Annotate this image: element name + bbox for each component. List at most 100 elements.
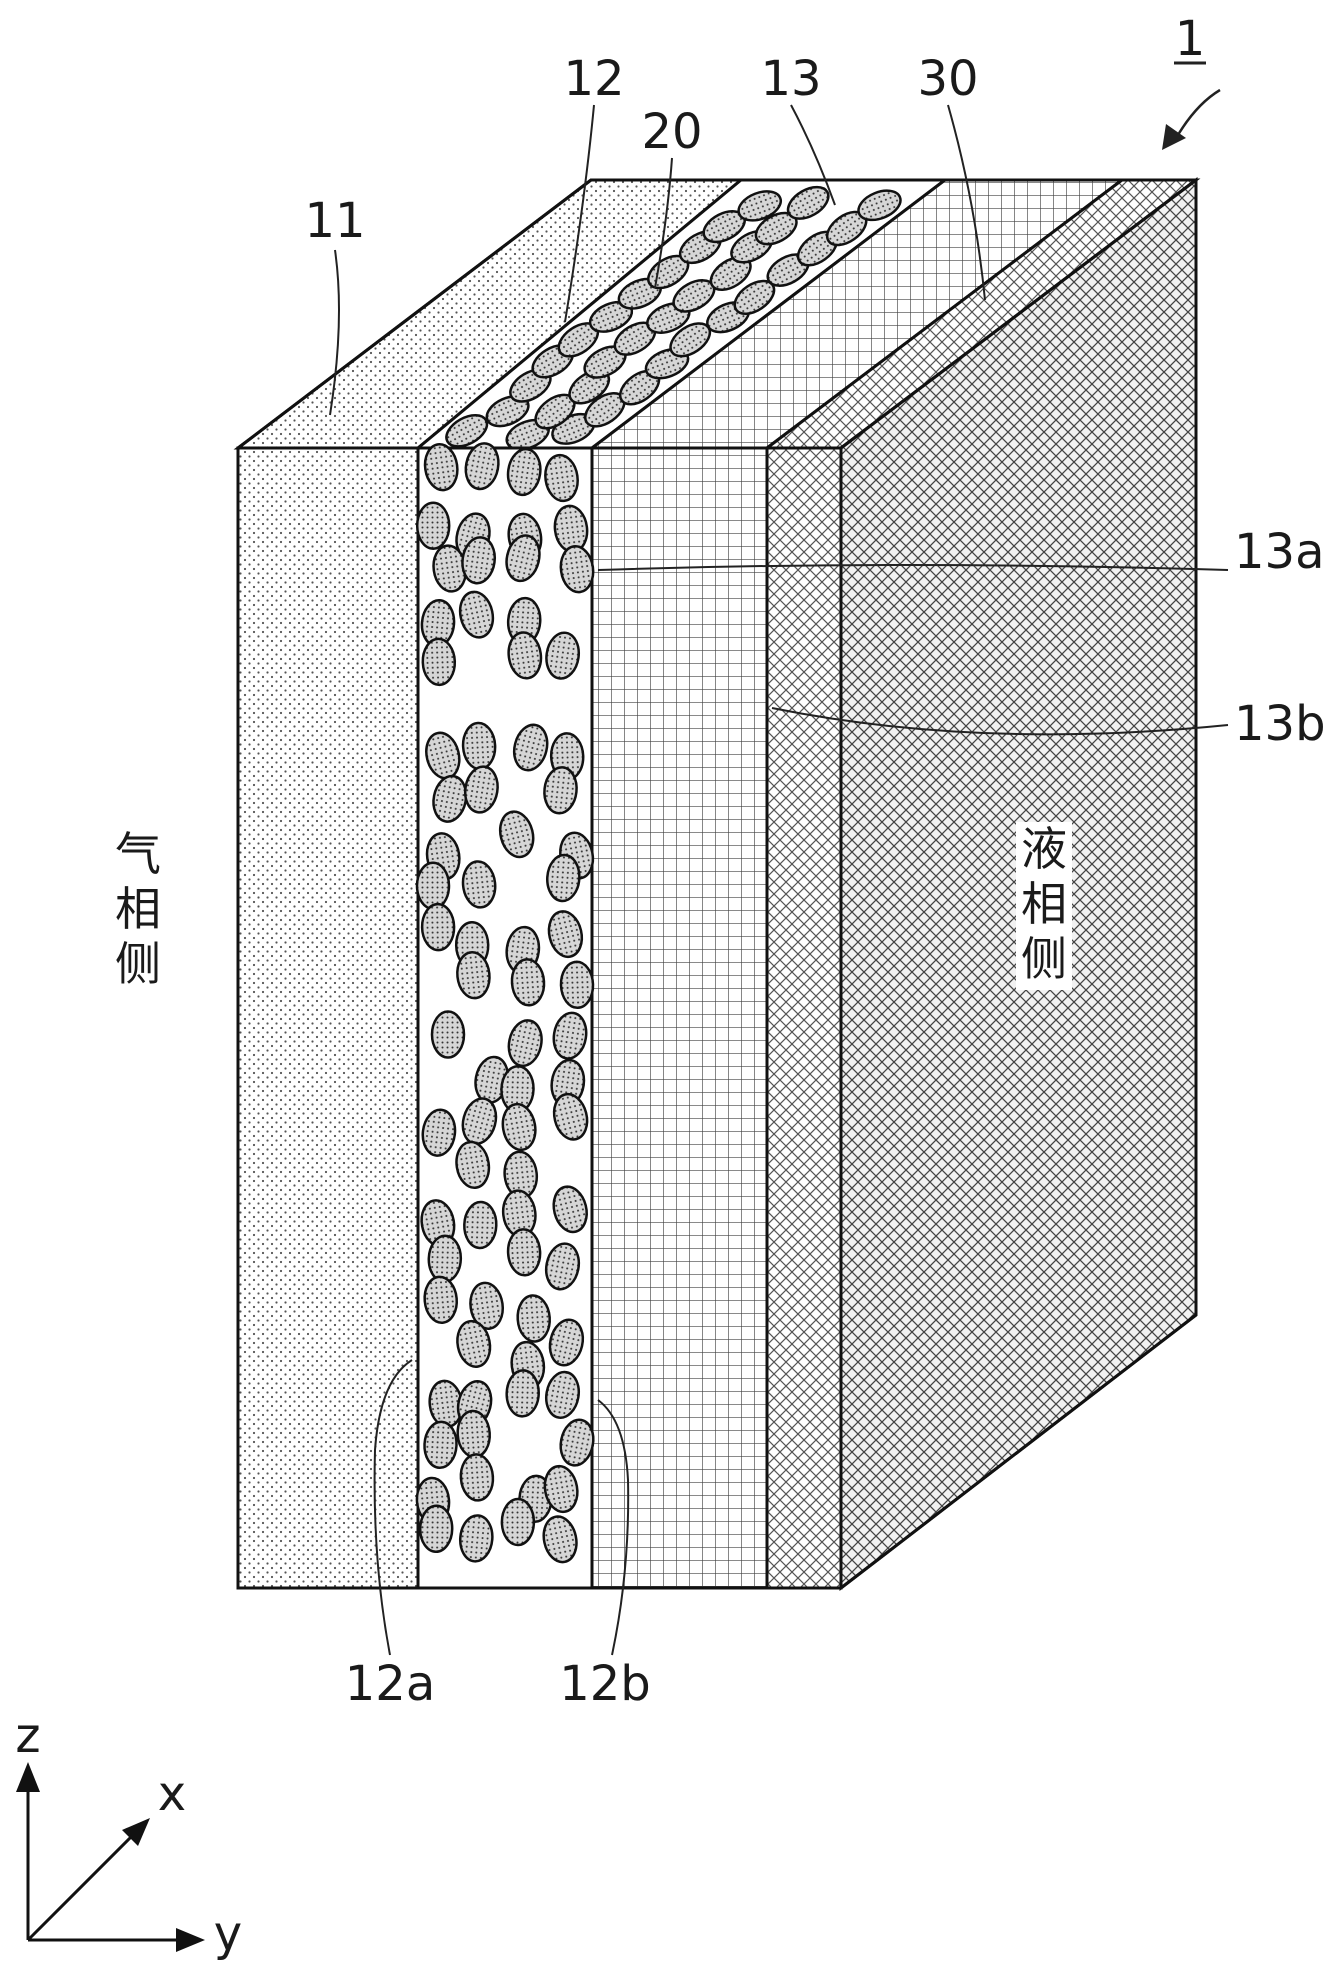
particle: [458, 590, 495, 639]
particle: [544, 1370, 581, 1419]
particle: [461, 721, 497, 771]
particle: [510, 958, 546, 1007]
ref-arrowhead: [1162, 124, 1186, 150]
leader-12: [564, 104, 595, 323]
particle: [543, 766, 578, 815]
particle: [512, 723, 549, 772]
label-12a: 12a: [345, 1656, 436, 1712]
particle: [552, 1185, 588, 1234]
particle: [737, 190, 783, 222]
particle: [455, 1140, 491, 1190]
particle: [464, 442, 500, 491]
particle: [543, 1464, 579, 1514]
particle: [547, 910, 584, 959]
z-axis-label: z: [15, 1708, 40, 1764]
particle: [548, 1318, 585, 1367]
liquid-side-char-1: 液: [1021, 822, 1067, 876]
particle: [432, 774, 468, 823]
particle: [415, 861, 451, 911]
label-12: 12: [563, 51, 624, 107]
gas-side-label: 气 相 侧: [115, 827, 161, 991]
leader-13: [790, 104, 836, 206]
label-20: 20: [641, 104, 702, 160]
leader-13a: [597, 564, 1229, 571]
particle: [421, 637, 457, 687]
particle: [485, 395, 530, 428]
ref-arrow: [1173, 88, 1221, 141]
particle: [507, 631, 543, 680]
label-12b: 12b: [559, 1656, 651, 1712]
liquid-side-char-2: 相: [1021, 877, 1067, 931]
particle: [423, 1420, 458, 1470]
front-particle-group: [415, 442, 595, 1564]
leader-12b: [597, 1399, 630, 1656]
label-11: 11: [304, 193, 365, 249]
top-particle-group: [445, 185, 902, 451]
label-13b: 13b: [1234, 696, 1326, 752]
particle: [498, 810, 535, 859]
particle: [423, 1275, 459, 1325]
particle: [505, 1369, 540, 1418]
particle: [415, 501, 451, 550]
particle: [544, 1242, 581, 1291]
particle: [456, 1319, 492, 1368]
particle: [501, 1102, 537, 1152]
x-axis-label: x: [158, 1766, 186, 1822]
layer-13-front: [590, 446, 769, 1590]
gas-side-char-3: 侧: [115, 937, 161, 991]
particle: [544, 453, 579, 503]
ref-numeral-1: 1: [1175, 11, 1206, 67]
label-13a: 13a: [1234, 524, 1325, 580]
gas-side-char-1: 气: [115, 827, 161, 881]
label-30: 30: [917, 51, 978, 107]
particle: [857, 189, 902, 222]
block-outline: [236, 178, 1198, 1590]
leader-30: [947, 104, 986, 301]
particle: [463, 765, 499, 814]
particle: [545, 631, 581, 680]
layer-11-front: [236, 446, 420, 1590]
particle: [500, 1497, 536, 1547]
particle: [786, 185, 830, 220]
z-axis-arrowhead: [16, 1762, 40, 1792]
x-axis-line: [26, 1831, 137, 1942]
particle: [506, 1228, 542, 1277]
particle: [506, 447, 542, 497]
particle: [516, 1294, 551, 1343]
particle: [559, 1418, 595, 1467]
liquid-side-char-3: 侧: [1021, 932, 1067, 986]
particle: [461, 536, 497, 585]
particle: [430, 1010, 466, 1059]
particle: [552, 1092, 589, 1141]
leader-12a: [373, 1359, 413, 1656]
front-face: [236, 442, 843, 1590]
particle: [461, 860, 497, 909]
y-axis-arrowhead: [176, 1928, 205, 1952]
particle: [459, 1453, 495, 1502]
particle: [559, 960, 595, 1010]
leader-13b: [771, 707, 1229, 736]
particle: [469, 1281, 505, 1330]
particle: [445, 413, 489, 448]
liquid-side-label-bg: [1016, 822, 1072, 990]
leader-20: [654, 157, 673, 289]
particle: [420, 902, 456, 952]
liquid-side-label: 液 相 侧: [1016, 822, 1072, 990]
particle: [552, 1011, 588, 1060]
axis-triad: z x y: [15, 1708, 242, 1962]
gas-side-char-2: 相: [115, 882, 161, 936]
layer-30-front: [765, 446, 843, 1590]
particle: [427, 1234, 463, 1284]
label-13: 13: [760, 51, 821, 107]
y-axis-label: y: [214, 1906, 242, 1962]
particle: [418, 1504, 454, 1554]
particle: [458, 1514, 494, 1563]
particle: [546, 853, 581, 903]
particle: [505, 534, 541, 583]
particle: [456, 951, 491, 1000]
side-face-inner-edge: [840, 178, 1197, 450]
particle: [542, 1515, 578, 1564]
particle: [423, 443, 459, 492]
x-axis-arrowhead: [122, 1818, 150, 1846]
